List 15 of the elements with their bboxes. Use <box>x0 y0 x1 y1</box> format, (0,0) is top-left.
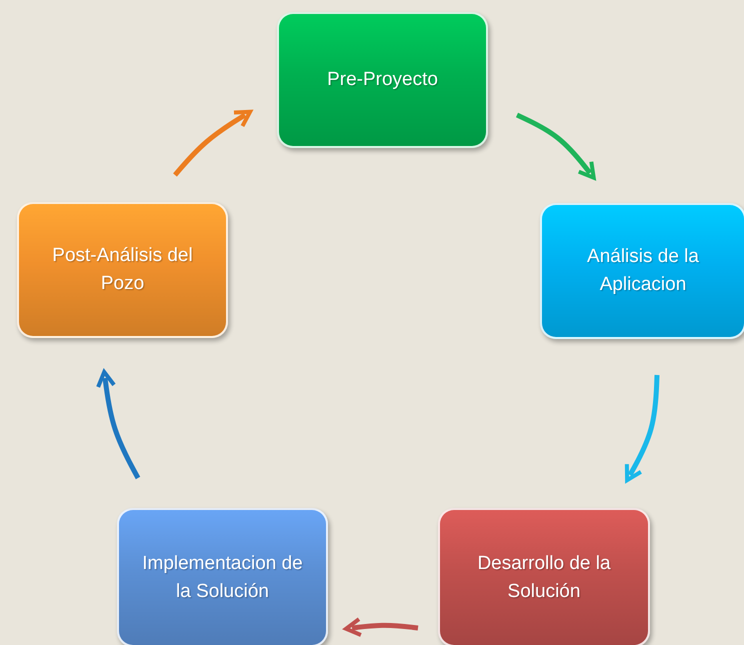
process-box <box>117 508 328 645</box>
step-label: Pre-Proyecto <box>327 68 438 92</box>
arrow <box>96 370 140 480</box>
arrow <box>173 110 252 177</box>
step-label: Post-Análisis del Pozo <box>51 244 194 296</box>
arrow <box>516 112 596 180</box>
step-label: Análisis de la Aplicacion <box>586 245 700 297</box>
process-box <box>540 203 744 339</box>
arrow <box>344 617 418 637</box>
process-box <box>17 202 228 338</box>
step-label: Implementacion de la Solución <box>141 552 304 604</box>
process-box <box>277 12 488 148</box>
arrow <box>624 374 660 482</box>
process-box <box>438 508 650 645</box>
step-label: Desarrollo de la Solución <box>476 552 612 604</box>
